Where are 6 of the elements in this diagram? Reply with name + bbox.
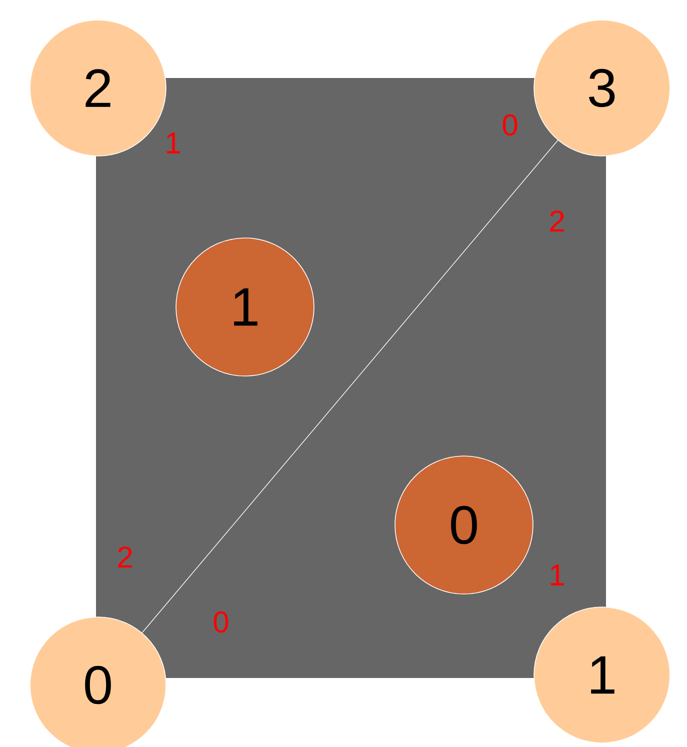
corner-index: 1 [166, 132, 180, 154]
corner-index: 0 [214, 611, 228, 633]
corner-index: 2 [550, 210, 564, 232]
line [142, 140, 558, 634]
corner-index: 2 [118, 546, 132, 568]
corner-index: 1 [550, 564, 564, 586]
